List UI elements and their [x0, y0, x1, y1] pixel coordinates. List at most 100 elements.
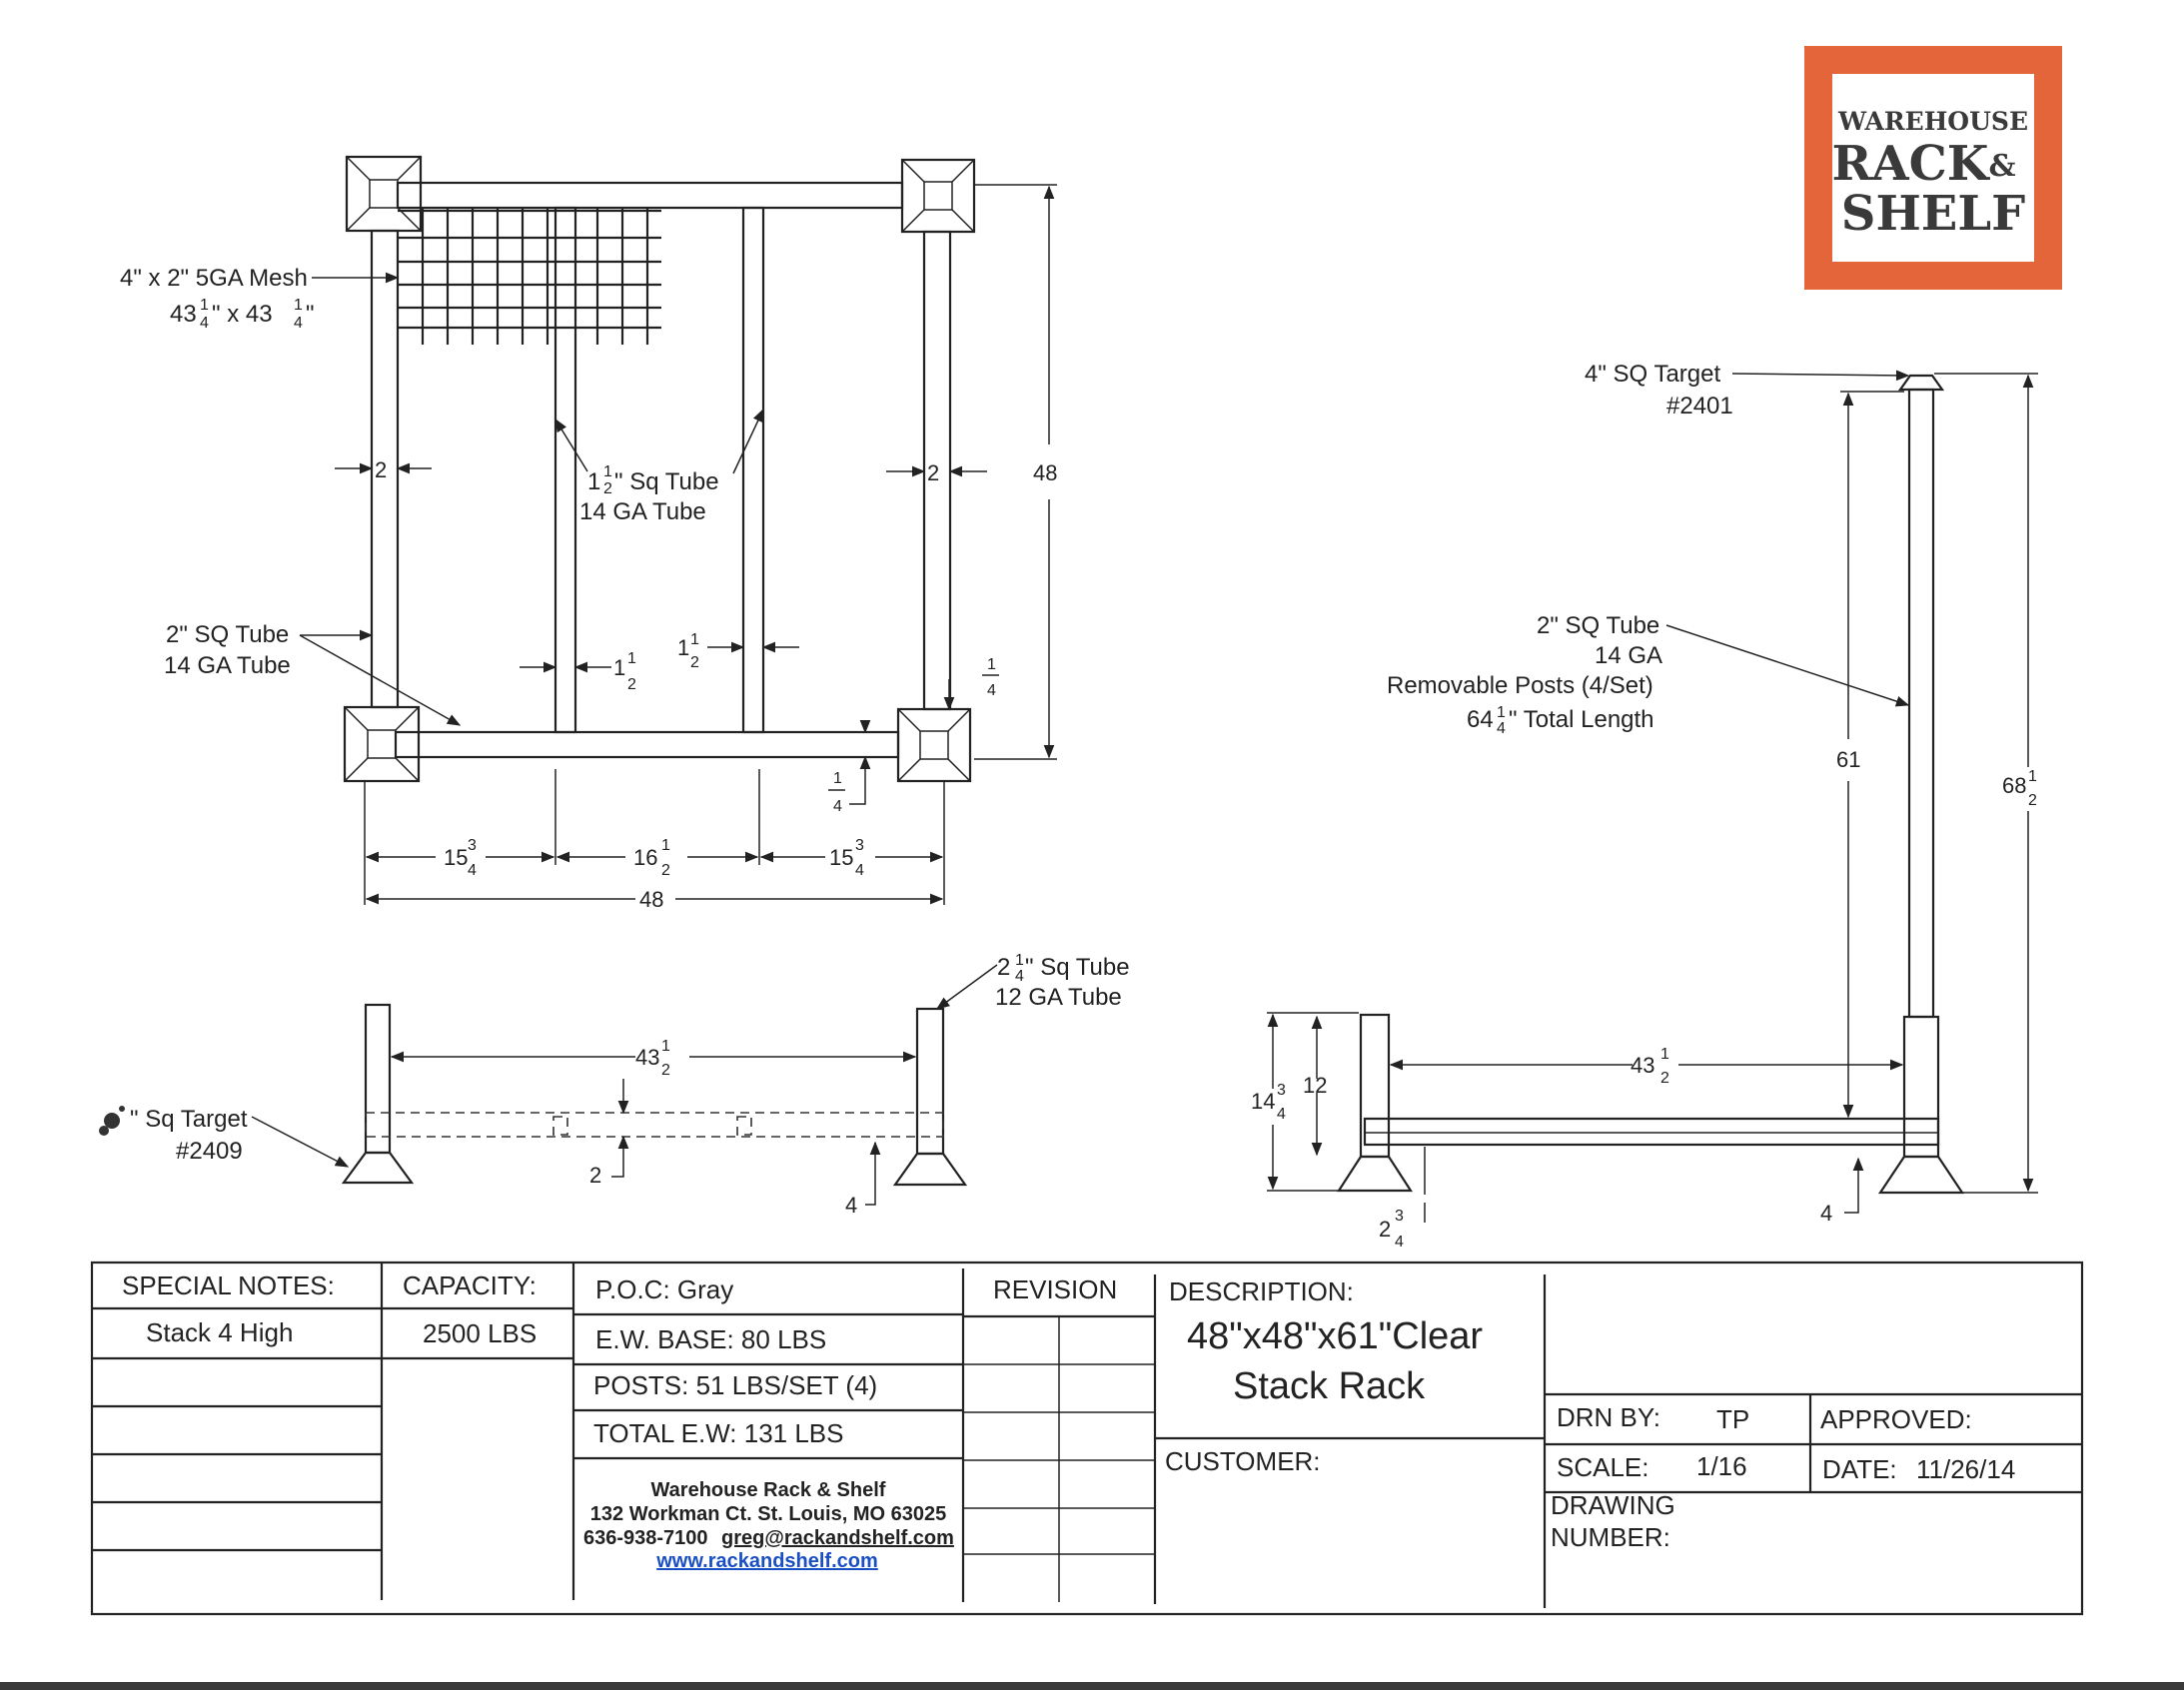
- corner-plate-top-right: [900, 158, 976, 234]
- dim-1-b-frac-d: 2: [690, 654, 699, 671]
- posts-label-frac-d: 4: [1497, 720, 1506, 737]
- posts-label-1: 2" SQ Tube: [1537, 612, 1659, 639]
- center-tube-right: [741, 206, 765, 734]
- post-sleeve: [1902, 1015, 1940, 1159]
- side-tube-label-1b: " Sq Tube: [1025, 954, 1130, 981]
- dim-2-right: 2: [927, 460, 939, 485]
- dim-15-b-frac-d: 4: [855, 862, 864, 879]
- logo-line-3: SHELF: [1841, 186, 2025, 242]
- scale-label: SCALE:: [1557, 1452, 1649, 1482]
- title-block: SPECIAL NOTES: Stack 4 High CAPACITY: 25…: [90, 1261, 2084, 1616]
- dim-quarter-right-d: 4: [987, 682, 996, 699]
- dim-2-left: 2: [375, 457, 387, 482]
- drawing-number-label-1: DRAWING: [1551, 1490, 1675, 1520]
- logo-line-2: RACK: [1831, 136, 1990, 192]
- posts-label-2: 14 GA: [1595, 642, 1662, 669]
- sq-tube-label-1: 2" SQ Tube: [166, 621, 289, 648]
- side-view: 43 1 2 2 4 2 1 4 " Sq Tube 12 GA Tube " …: [99, 952, 1130, 1218]
- total-ew-value: TOTAL E.W: 131 LBS: [593, 1418, 843, 1448]
- posts-label-4a: 64: [1467, 706, 1494, 733]
- side-target-label-1: " Sq Target: [130, 1106, 248, 1133]
- description-line-1: 48"x48"x61"Clear: [1187, 1315, 1483, 1357]
- post-view-base: [1363, 1117, 1940, 1147]
- approved-label: APPROVED:: [1820, 1404, 1972, 1434]
- post-dim-12: 12: [1303, 1073, 1327, 1098]
- center-tube-label-2: 14 GA Tube: [579, 498, 706, 525]
- dim-quarter-right-n: 1: [987, 656, 996, 673]
- company-website-link[interactable]: www.rackandshelf.com: [655, 1550, 878, 1572]
- company-phone: 636-938-7100: [583, 1527, 708, 1549]
- dim-15-b-frac-n: 3: [855, 837, 864, 854]
- post-dim-68: 68: [2002, 773, 2026, 798]
- center-tube-frac-d: 2: [603, 480, 612, 497]
- post-dim-4: 4: [1820, 1201, 1832, 1226]
- post-dim-43-frac-d: 2: [1660, 1070, 1669, 1087]
- target-marker-icon: [99, 1106, 125, 1136]
- side-dim-43-frac-n: 1: [661, 1038, 670, 1055]
- post-dim-14-frac-n: 3: [1277, 1082, 1286, 1099]
- center-tube-frac-n: 1: [603, 463, 612, 480]
- post-target-label-2: #2401: [1666, 393, 1733, 420]
- dim-15-a-frac-d: 4: [468, 862, 477, 879]
- posts-label-4b: " Total Length: [1509, 706, 1654, 733]
- mesh-label-line-4: ": [306, 301, 315, 328]
- posts-label-frac-n: 1: [1497, 704, 1506, 721]
- top-rail: [396, 181, 904, 210]
- ew-base-value: E.W. BASE: 80 LBS: [595, 1324, 826, 1354]
- mesh-label-line-2: 43: [170, 301, 197, 328]
- logo-line-1: WAREHOUSE: [1837, 107, 2028, 136]
- side-tube-label-2: 12 GA Tube: [995, 984, 1122, 1011]
- post-dim-14-frac-d: 4: [1277, 1106, 1286, 1123]
- revision-header: REVISION: [993, 1274, 1117, 1304]
- special-notes-header: SPECIAL NOTES:: [122, 1270, 335, 1300]
- post-dim-68-frac-d: 2: [2028, 792, 2037, 809]
- post-target-right: [1877, 1155, 1965, 1195]
- dim-48-width: 48: [639, 887, 663, 912]
- date-label: DATE:: [1822, 1454, 1897, 1484]
- side-tube-frac-n: 1: [1015, 952, 1024, 969]
- side-tube-label-1a: 2: [997, 954, 1010, 981]
- posts-label-3: Removable Posts (4/Set): [1387, 672, 1653, 699]
- page-bottom-edge: [0, 1682, 2184, 1690]
- post-dim-43: 43: [1631, 1053, 1654, 1078]
- side-base-hidden: [365, 1112, 944, 1138]
- center-tube-left: [553, 206, 577, 734]
- post-dim-61: 61: [1836, 747, 1860, 772]
- dim-1-b-frac-n: 1: [690, 631, 699, 648]
- post-dim-2: 2: [1379, 1217, 1391, 1242]
- side-target-left: [341, 1151, 415, 1185]
- side-dim-4: 4: [845, 1193, 857, 1218]
- side-target-label-2: #2409: [176, 1138, 243, 1165]
- scale-value: 1/16: [1696, 1451, 1747, 1481]
- dim-15-a: 15: [444, 845, 468, 870]
- company-email: greg@rackandshelf.com: [721, 1527, 954, 1549]
- dim-48-height: 48: [1033, 460, 1057, 485]
- dim-quarter-bottom-d: 4: [833, 798, 842, 815]
- post-view: 4" SQ Target #2401 2" SQ Tube 14 GA Remo…: [1251, 361, 2038, 1251]
- dim-15-b: 15: [829, 845, 853, 870]
- dim-1-a: 1: [613, 655, 625, 680]
- mesh-label-line-1: 4" x 2" 5GA Mesh: [120, 265, 308, 292]
- mesh-frac-n-1: 1: [200, 297, 209, 314]
- dim-1-a-frac-d: 2: [627, 676, 636, 693]
- side-post-right: [915, 1007, 945, 1156]
- side-tube-frac-d: 4: [1015, 968, 1024, 985]
- description-line-2: Stack Rack: [1233, 1365, 1426, 1407]
- mesh-label-line-3: " x 43: [212, 301, 273, 328]
- post-target-label-1: 4" SQ Target: [1585, 361, 1720, 388]
- company-address: 132 Workman Ct. St. Louis, MO 63025: [590, 1503, 946, 1525]
- corner-plate-top-left: [345, 155, 423, 233]
- post-dim-43-frac-n: 1: [1660, 1046, 1669, 1063]
- post-dim-2-frac-n: 3: [1395, 1208, 1404, 1225]
- dim-16: 16: [633, 845, 657, 870]
- post-dim-14: 14: [1251, 1089, 1275, 1114]
- mesh-frac-n-2: 1: [294, 297, 303, 314]
- special-notes-1: Stack 4 High: [146, 1317, 293, 1347]
- center-tube-label-1b: " Sq Tube: [614, 468, 719, 495]
- side-post-left: [364, 1003, 392, 1155]
- side-dim-43-frac-d: 2: [661, 1062, 670, 1079]
- sq-tube-label-2: 14 GA Tube: [164, 652, 291, 679]
- bottom-rail: [394, 730, 900, 759]
- dim-1-b: 1: [677, 635, 689, 660]
